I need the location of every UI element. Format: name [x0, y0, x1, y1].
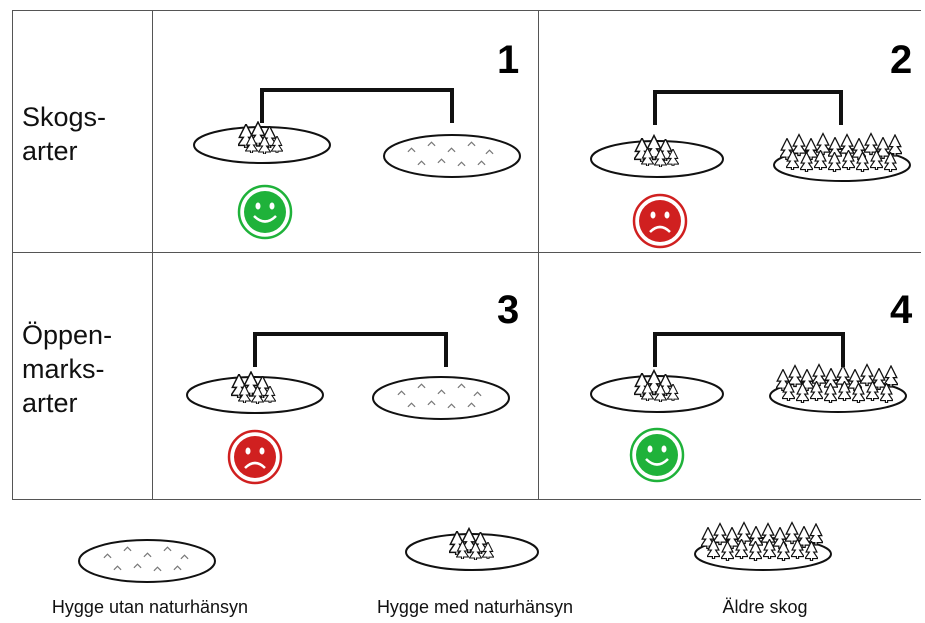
grid-border-bottom: [12, 499, 921, 500]
grid-divider-2: [538, 10, 539, 500]
cell-4-forest-patch-icon: [590, 369, 724, 413]
cell-2-bracket: [653, 90, 843, 125]
grid-border-top: [12, 10, 921, 11]
cell-4-happy-face-icon: [629, 427, 685, 483]
grid-border-middle: [12, 252, 921, 253]
cell-3-forest-patch-icon: [186, 371, 324, 414]
cell-number-2: 2: [890, 38, 913, 82]
cell-2-old-forest-icon: [773, 132, 911, 182]
legend-label-older-forest: Äldre skog: [722, 597, 808, 617]
cell-1-bracket: [260, 88, 454, 123]
cell-number-4: 4: [890, 288, 913, 332]
cell-number-1: 1: [497, 38, 520, 82]
cell-2-sad-face-icon: [632, 193, 688, 249]
row-label-forest-species: Skogs- arter: [22, 102, 107, 166]
legend-clearcut-plain-icon: [78, 539, 216, 583]
cell-number-3: 3: [497, 288, 520, 332]
legend-forest-patch-icon: [405, 527, 539, 571]
cell-3-sad-face-icon: [227, 429, 283, 485]
cell-3-bracket: [253, 332, 448, 367]
legend-old-forest-icon: [694, 521, 832, 571]
grid-border-left: [12, 10, 13, 500]
cell-4-bracket: [653, 332, 845, 367]
grid-divider-1: [152, 10, 153, 500]
row-label-open-land-species: Öppen- marks- arter: [22, 320, 113, 418]
cell-1-happy-face-icon: [237, 184, 293, 240]
cell-2-forest-patch-icon: [590, 134, 724, 178]
legend-label-clearcut-with-consideration: Hygge med naturhänsyn: [376, 597, 574, 617]
legend-label-clearcut-without-consideration: Hygge utan naturhänsyn: [51, 597, 249, 617]
cell-1-clearcut-plain-icon: [383, 134, 521, 178]
cell-4-old-forest-icon: [769, 363, 907, 413]
cell-3-clearcut-plain-icon: [372, 376, 510, 420]
cell-1-forest-patch-icon: [193, 121, 331, 164]
